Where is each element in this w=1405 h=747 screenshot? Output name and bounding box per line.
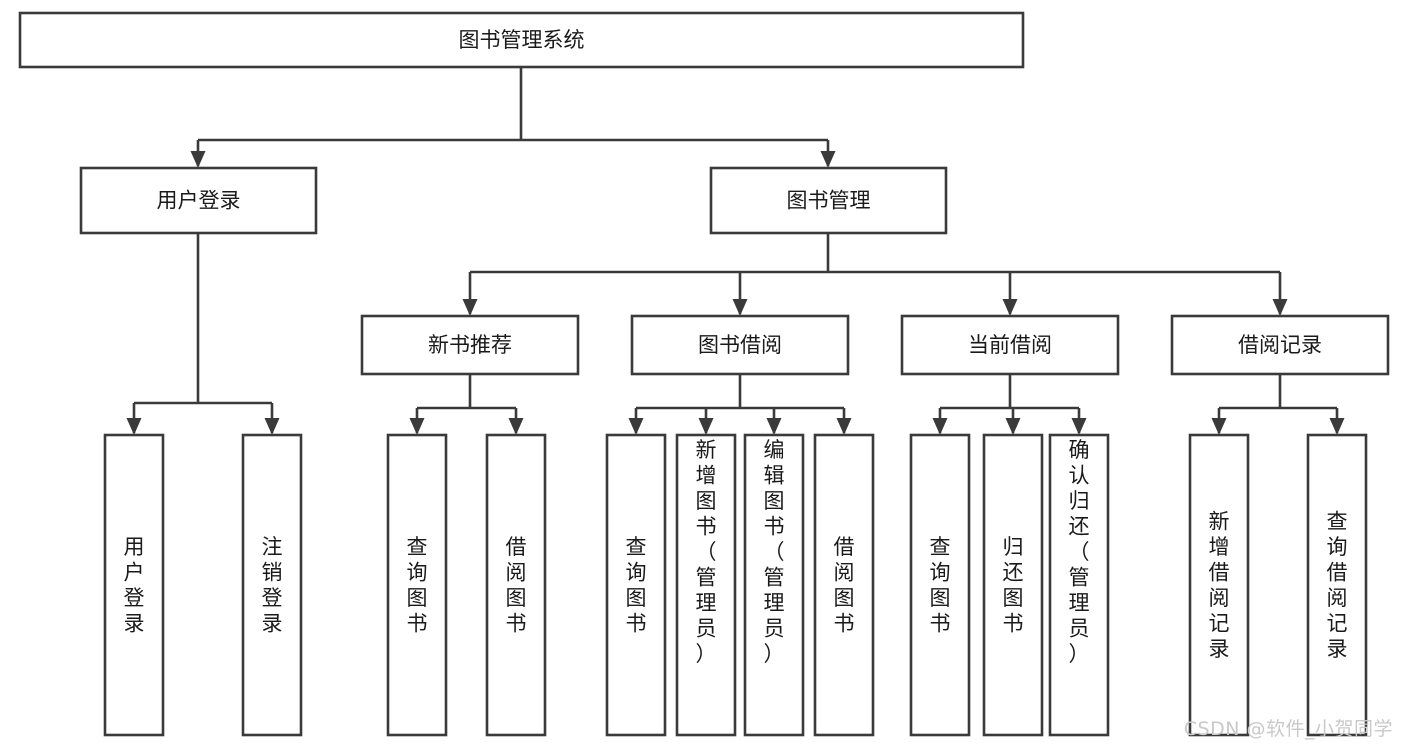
edge-group-root-to-level1 xyxy=(190,67,836,168)
node-box-leaf-confirm-return[interactable] xyxy=(1048,433,1110,737)
node-current-borrow[interactable]: 当前借阅 xyxy=(900,314,1120,376)
edge-group-currentborrow-to-leaves xyxy=(932,374,1087,435)
arrow-head-icon xyxy=(409,418,425,435)
node-box-borrow-record[interactable] xyxy=(1170,314,1390,376)
arrow-head-icon xyxy=(126,418,142,435)
node-box-leaf-add-book[interactable] xyxy=(675,433,737,737)
node-box-current-borrow[interactable] xyxy=(900,314,1120,376)
node-box-leaf-user-login[interactable] xyxy=(103,433,165,737)
arrow-head-icon xyxy=(1211,418,1227,435)
node-leaf-return-book[interactable]: 归还图书 xyxy=(982,433,1044,737)
edge-group-bookmanage-to-level2 xyxy=(462,233,1288,316)
edge-group-bookborrow-to-leaves xyxy=(628,374,852,435)
arrow-head-icon xyxy=(1272,299,1288,316)
arrow-head-icon xyxy=(628,418,644,435)
node-box-root[interactable] xyxy=(18,11,1025,69)
node-leaf-query-record[interactable]: 查询借阅记录 xyxy=(1306,433,1368,737)
arrow-head-icon xyxy=(462,299,478,316)
node-new-book-rec[interactable]: 新书推荐 xyxy=(360,314,580,376)
node-box-leaf-query-book-3[interactable] xyxy=(909,433,971,737)
edge-group-newbook-to-leaves xyxy=(409,374,524,435)
arrow-head-icon xyxy=(698,418,714,435)
nodes-layer: 图书管理系统用户登录图书管理新书推荐图书借阅当前借阅借阅记录用户登录注销登录查询… xyxy=(18,11,1390,737)
arrow-head-icon xyxy=(1329,418,1345,435)
node-leaf-query-book-3[interactable]: 查询图书 xyxy=(909,433,971,737)
arrow-head-icon xyxy=(766,418,782,435)
node-book-borrow[interactable]: 图书借阅 xyxy=(630,314,850,376)
node-box-user-login[interactable] xyxy=(79,166,318,235)
node-label-leaf-edit-book: 编辑图书（管理员） xyxy=(764,438,785,666)
node-leaf-user-login[interactable]: 用户登录 xyxy=(103,433,165,737)
edges-layer xyxy=(126,67,1345,435)
arrow-head-icon xyxy=(190,151,206,168)
node-box-leaf-query-record[interactable] xyxy=(1306,433,1368,737)
node-box-leaf-add-record[interactable] xyxy=(1188,433,1250,737)
node-label-new-book-rec: 新书推荐 xyxy=(428,333,512,357)
node-box-leaf-borrow-book-2[interactable] xyxy=(813,433,875,737)
node-label-leaf-query-book-1: 查询图书 xyxy=(407,535,428,636)
csdn-watermark: CSDN @软件_小贺同学 xyxy=(1183,718,1393,740)
arrow-head-icon xyxy=(1071,418,1087,435)
node-box-leaf-borrow-book-1[interactable] xyxy=(485,433,547,737)
node-leaf-borrow-book-2[interactable]: 借阅图书 xyxy=(813,433,875,737)
node-label-leaf-query-book-3: 查询图书 xyxy=(930,535,951,636)
node-label-leaf-add-book: 新增图书（管理员） xyxy=(696,438,717,666)
node-label-leaf-return-book: 归还图书 xyxy=(1003,535,1024,636)
node-box-book-manage[interactable] xyxy=(709,166,948,235)
node-label-leaf-borrow-book-2: 借阅图书 xyxy=(834,535,855,636)
node-label-leaf-confirm-return: 确认归还（管理员） xyxy=(1069,438,1090,666)
node-label-root: 图书管理系统 xyxy=(459,28,585,52)
arrow-head-icon xyxy=(836,418,852,435)
node-label-leaf-add-record: 新增借阅记录 xyxy=(1209,510,1230,662)
arrow-head-icon xyxy=(932,418,948,435)
node-leaf-query-book-1[interactable]: 查询图书 xyxy=(386,433,448,737)
node-label-book-borrow: 图书借阅 xyxy=(698,333,782,357)
arrow-head-icon xyxy=(1002,299,1018,316)
node-label-borrow-record: 借阅记录 xyxy=(1238,333,1322,357)
node-leaf-add-record[interactable]: 新增借阅记录 xyxy=(1188,433,1250,737)
node-leaf-edit-book[interactable]: 编辑图书（管理员） xyxy=(743,433,805,737)
node-borrow-record[interactable]: 借阅记录 xyxy=(1170,314,1390,376)
arrow-head-icon xyxy=(508,418,524,435)
node-leaf-borrow-book-1[interactable]: 借阅图书 xyxy=(485,433,547,737)
node-leaf-confirm-return[interactable]: 确认归还（管理员） xyxy=(1048,433,1110,737)
node-label-leaf-borrow-book-1: 借阅图书 xyxy=(506,535,527,636)
node-label-leaf-query-record: 查询借阅记录 xyxy=(1327,510,1348,662)
node-box-leaf-return-book[interactable] xyxy=(982,433,1044,737)
node-box-leaf-query-book-1[interactable] xyxy=(386,433,448,737)
node-book-manage[interactable]: 图书管理 xyxy=(709,166,948,235)
arrow-head-icon xyxy=(264,418,280,435)
node-label-user-login: 用户登录 xyxy=(157,189,241,213)
node-leaf-query-book-2[interactable]: 查询图书 xyxy=(605,433,667,737)
edge-group-borrowrecord-to-leaves xyxy=(1211,374,1345,435)
node-box-leaf-edit-book[interactable] xyxy=(743,433,805,737)
node-leaf-add-book[interactable]: 新增图书（管理员） xyxy=(675,433,737,737)
arrow-head-icon xyxy=(732,299,748,316)
node-box-book-borrow[interactable] xyxy=(630,314,850,376)
node-label-leaf-query-book-2: 查询图书 xyxy=(626,535,647,636)
node-leaf-logout[interactable]: 注销登录 xyxy=(241,433,303,737)
edge-group-userlogin-to-leaves xyxy=(126,233,280,435)
arrow-head-icon xyxy=(820,151,836,168)
node-label-book-manage: 图书管理 xyxy=(787,189,871,213)
node-label-current-borrow: 当前借阅 xyxy=(968,333,1052,357)
node-root[interactable]: 图书管理系统 xyxy=(18,11,1025,69)
node-box-new-book-rec[interactable] xyxy=(360,314,580,376)
node-label-leaf-user-login: 用户登录 xyxy=(124,535,145,636)
arrow-head-icon xyxy=(1005,418,1021,435)
node-label-leaf-logout: 注销登录 xyxy=(262,535,283,636)
node-user-login[interactable]: 用户登录 xyxy=(79,166,318,235)
node-box-leaf-query-book-2[interactable] xyxy=(605,433,667,737)
node-box-leaf-logout[interactable] xyxy=(241,433,303,737)
